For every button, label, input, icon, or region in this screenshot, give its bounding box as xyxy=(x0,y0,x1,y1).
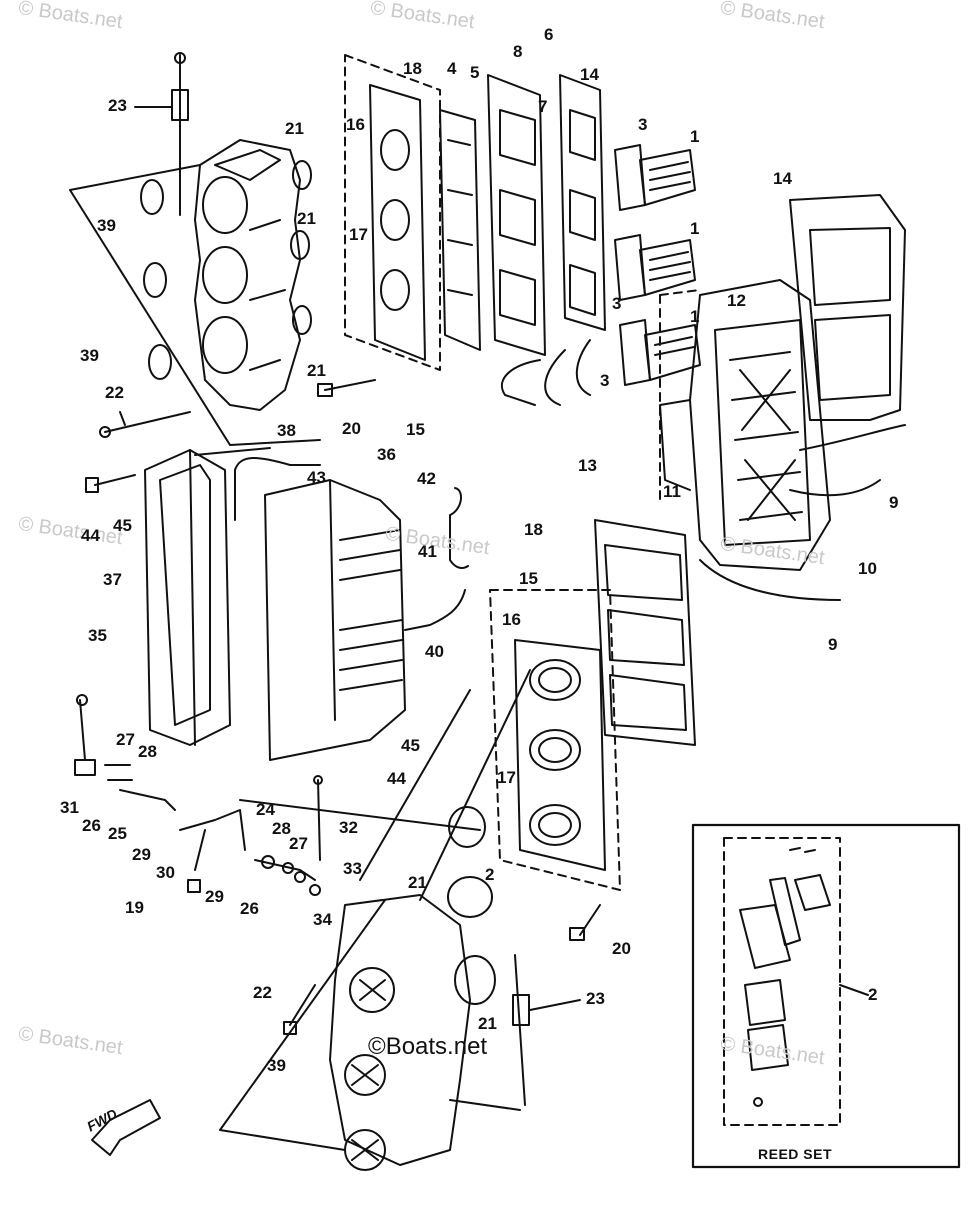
callout-18: 18 xyxy=(403,59,422,78)
callout-12: 12 xyxy=(727,291,746,310)
callout-1: 1 xyxy=(690,307,700,326)
callout-22: 22 xyxy=(253,983,272,1002)
callout-24: 24 xyxy=(256,800,275,819)
callout-26: 26 xyxy=(240,899,259,918)
callout-23: 23 xyxy=(586,989,605,1008)
callout-9: 9 xyxy=(889,493,899,512)
callout-37: 37 xyxy=(103,570,122,589)
callout-28: 28 xyxy=(272,819,291,838)
callout-27: 27 xyxy=(289,834,308,853)
callout-21: 21 xyxy=(285,119,304,138)
callout-34: 34 xyxy=(313,910,332,929)
callout-20: 20 xyxy=(342,419,361,438)
callout-13: 13 xyxy=(578,456,597,475)
callout-42: 42 xyxy=(417,469,436,488)
callout-4: 4 xyxy=(447,59,457,78)
callout-21: 21 xyxy=(478,1014,497,1033)
callout-14: 14 xyxy=(580,65,599,84)
callout-17: 17 xyxy=(497,768,516,787)
callout-15: 15 xyxy=(406,420,425,439)
callout-35: 35 xyxy=(88,626,107,645)
callout-27: 27 xyxy=(116,730,135,749)
callout-11: 11 xyxy=(663,482,681,501)
callout-9: 9 xyxy=(828,635,838,654)
callout-22: 22 xyxy=(105,383,124,402)
upper-carburetor-assembly xyxy=(194,139,301,411)
callout-15: 15 xyxy=(519,569,538,588)
callout-3: 3 xyxy=(612,294,622,313)
callout-8: 8 xyxy=(513,42,523,61)
callout-26: 26 xyxy=(82,816,101,835)
reed-set-label: REED SET xyxy=(758,1146,833,1162)
callout-7: 7 xyxy=(538,97,548,116)
callout-2: 2 xyxy=(485,865,495,884)
callout-30: 30 xyxy=(156,863,175,882)
callout-3: 3 xyxy=(600,371,610,390)
callout-10: 10 xyxy=(858,559,877,578)
callout-38: 38 xyxy=(277,421,296,440)
callout-3: 3 xyxy=(638,115,648,134)
callout-44: 44 xyxy=(387,769,406,788)
callout-31: 31 xyxy=(60,798,79,817)
callout-36: 36 xyxy=(377,445,396,464)
callout-20: 20 xyxy=(612,939,631,958)
callout-44: 44 xyxy=(81,526,100,545)
callout-17: 17 xyxy=(349,225,368,244)
callout-45: 45 xyxy=(401,736,420,755)
callout-33: 33 xyxy=(343,859,362,878)
callout-1: 1 xyxy=(690,219,700,238)
callout-28: 28 xyxy=(138,742,157,761)
callout-16: 16 xyxy=(346,115,365,134)
callout-32: 32 xyxy=(339,818,358,837)
callout-19: 19 xyxy=(125,898,144,917)
callout-45: 45 xyxy=(113,516,132,535)
callout-18: 18 xyxy=(524,520,543,539)
callout-21: 21 xyxy=(307,361,326,380)
callout-5: 5 xyxy=(470,63,480,82)
callout-1: 1 xyxy=(690,127,700,146)
callout-21: 21 xyxy=(408,873,427,892)
callout-39: 39 xyxy=(97,216,116,235)
callout-39: 39 xyxy=(80,346,99,365)
callout-16: 16 xyxy=(502,610,521,629)
callout-41: 41 xyxy=(418,542,437,561)
watermark-bottom-center: ©Boats.net xyxy=(368,1033,488,1060)
callout-14: 14 xyxy=(773,169,792,188)
callout-40: 40 xyxy=(425,642,444,661)
callout-43: 43 xyxy=(307,468,326,487)
callout-21: 21 xyxy=(297,209,316,228)
callout-29: 29 xyxy=(205,887,224,906)
callout-39: 39 xyxy=(267,1056,286,1075)
callout-6: 6 xyxy=(544,25,554,44)
callout-29: 29 xyxy=(132,845,151,864)
callout-2: 2 xyxy=(868,985,878,1004)
callout-23: 23 xyxy=(108,96,127,115)
callout-25: 25 xyxy=(108,824,127,843)
